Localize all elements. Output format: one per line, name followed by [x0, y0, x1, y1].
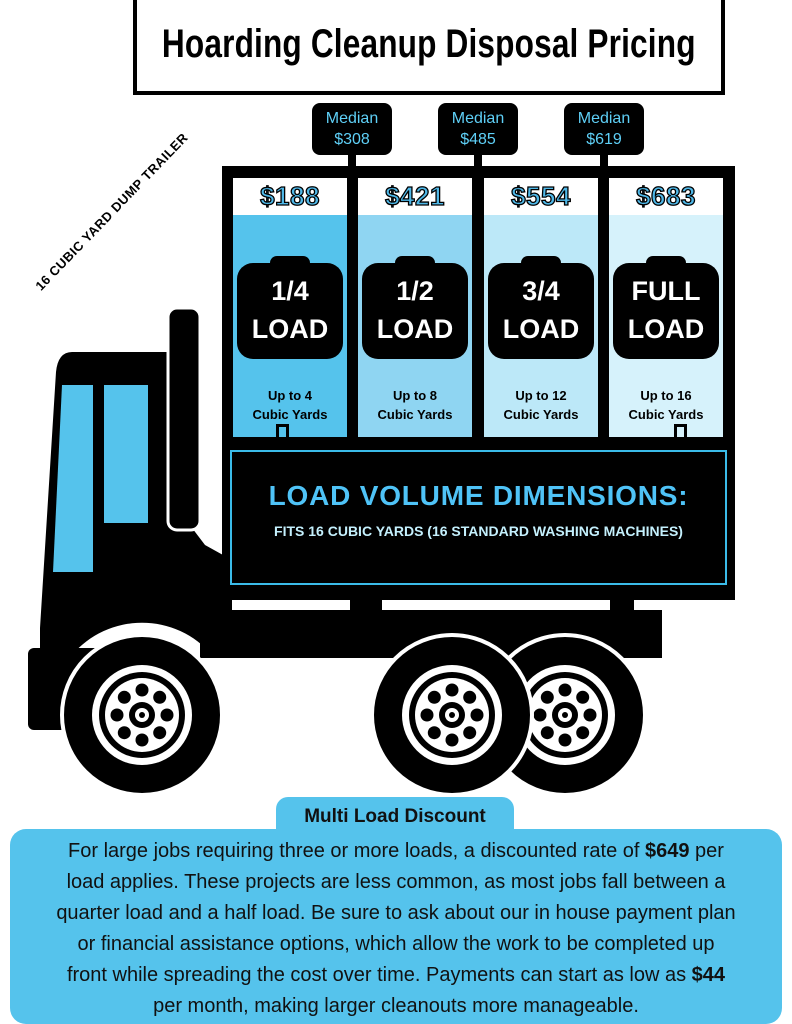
discount-panel: For large jobs requiring three or more l… — [10, 829, 782, 1024]
median-tag: Median $308 — [312, 103, 392, 167]
discount-text: per — [689, 840, 724, 862]
median-label: Median — [325, 110, 379, 127]
middle-wheel-icon — [370, 633, 534, 797]
load-word: LOAD — [251, 314, 329, 344]
median-tag: Median $485 — [438, 103, 518, 167]
load-word: LOAD — [627, 314, 705, 344]
load-badge: 1/4 LOAD — [237, 256, 343, 359]
discount-text: or financial assistance options, which a… — [77, 933, 715, 955]
monthly-payment: $44 — [691, 964, 726, 986]
discount-line: or financial assistance options, which a… — [10, 929, 782, 960]
discount-rate: $649 — [645, 840, 690, 862]
load-fraction: FULL — [631, 276, 701, 306]
capacity-text: Up to 12 Cubic Yards — [484, 386, 598, 424]
discount-line: quarter load and a half load. Be sure to… — [10, 898, 782, 929]
capacity-amount: Up to 4 — [267, 388, 313, 403]
capacity-unit: Cubic Yards — [628, 407, 704, 422]
discount-text: front while spreading the cost over time… — [66, 964, 692, 986]
trailer-frame: $188 1/4 LOAD Up to 4 Cubic Yards $421 1… — [222, 166, 735, 600]
median-label: Median — [577, 110, 631, 127]
capacity-unit: Cubic Yards — [377, 407, 453, 422]
load-fraction: 1/4 — [271, 276, 309, 306]
cab-window-side — [104, 385, 148, 523]
volume-subtext: FITS 16 CUBIC YARDS (16 STANDARD WASHING… — [274, 523, 683, 539]
load-word: LOAD — [376, 314, 454, 344]
discount-text: per month, making larger cleanouts more … — [153, 995, 639, 1017]
load-word: LOAD — [502, 314, 580, 344]
title-box: Hoarding Cleanup Disposal Pricing — [133, 0, 725, 95]
load-badge: 3/4 LOAD — [488, 256, 594, 359]
front-wheel-icon — [60, 633, 224, 797]
discount-text: For large jobs requiring three or more l… — [68, 840, 645, 862]
tier-column: $188 1/4 LOAD Up to 4 Cubic Yards — [233, 178, 347, 437]
latch-icon — [674, 424, 687, 437]
cab-window-front — [53, 385, 93, 572]
discount-line: front while spreading the cost over time… — [10, 960, 782, 991]
discount-text: load applies. These projects are less co… — [66, 871, 726, 893]
capacity-unit: Cubic Yards — [503, 407, 579, 422]
median-value: $308 — [334, 131, 370, 148]
capacity-amount: Up to 12 — [515, 388, 567, 403]
capacity-text: Up to 8 Cubic Yards — [358, 386, 472, 424]
capacity-amount: Up to 8 — [392, 388, 438, 403]
tier-column: $421 1/2 LOAD Up to 8 Cubic Yards — [358, 178, 472, 437]
discount-line: load applies. These projects are less co… — [10, 867, 782, 898]
latch-icon — [276, 424, 289, 437]
capacity-unit: Cubic Yards — [252, 407, 328, 422]
discount-text: quarter load and a half load. Be sure to… — [56, 902, 736, 924]
median-value: $485 — [460, 131, 496, 148]
volume-panel: LOAD VOLUME DIMENSIONS: FITS 16 CUBIC YA… — [230, 450, 727, 585]
discount-line: per month, making larger cleanouts more … — [10, 991, 782, 1022]
median-tag: Median $619 — [564, 103, 644, 167]
median-label: Median — [451, 110, 505, 127]
tier-column: $683 FULL LOAD Up to 16 Cubic Yards — [609, 178, 723, 437]
tier-price: $421 — [358, 178, 472, 215]
median-value: $619 — [586, 131, 622, 148]
capacity-text: Up to 16 Cubic Yards — [609, 386, 723, 424]
discount-title: Multi Load Discount — [276, 797, 514, 837]
page-title: Hoarding Cleanup Disposal Pricing — [162, 22, 696, 66]
tier-column: $554 3/4 LOAD Up to 12 Cubic Yards — [484, 178, 598, 437]
tier-price: $683 — [609, 178, 723, 215]
tier-price: $554 — [484, 178, 598, 215]
load-fraction: 3/4 — [522, 276, 560, 306]
chassis-connector — [610, 596, 634, 612]
capacity-amount: Up to 16 — [640, 388, 692, 403]
exhaust-stack — [166, 306, 202, 532]
capacity-text: Up to 4 Cubic Yards — [233, 386, 347, 424]
load-badge: 1/2 LOAD — [362, 256, 468, 359]
tier-price: $188 — [233, 178, 347, 215]
chassis-connector — [350, 596, 382, 612]
load-badge: FULL LOAD — [613, 256, 719, 359]
load-fraction: 1/2 — [396, 276, 434, 306]
volume-heading: LOAD VOLUME DIMENSIONS: — [268, 480, 689, 511]
discount-line: For large jobs requiring three or more l… — [10, 836, 782, 867]
